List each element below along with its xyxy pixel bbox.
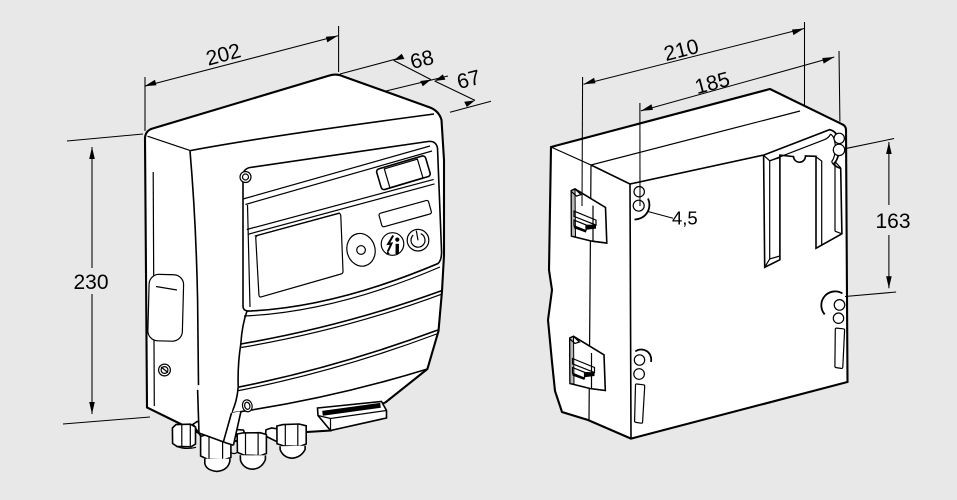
svg-text:67: 67 — [455, 66, 483, 94]
svg-text:4,5: 4,5 — [672, 208, 698, 229]
svg-text:68: 68 — [408, 46, 436, 74]
svg-text:163: 163 — [875, 210, 910, 233]
svg-text:230: 230 — [73, 271, 108, 294]
